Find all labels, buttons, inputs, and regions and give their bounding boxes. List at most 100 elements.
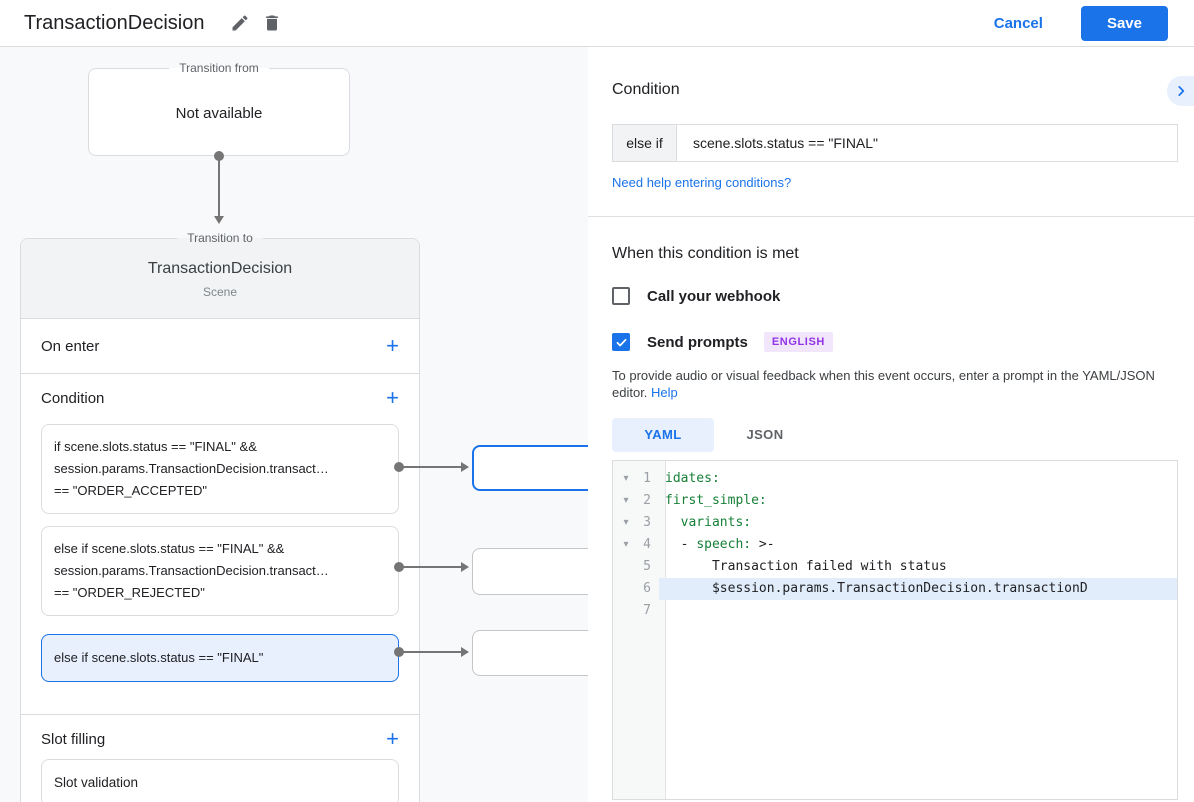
line-number: 2: [643, 493, 651, 508]
condition-section-label: Condition: [41, 389, 105, 407]
condition-text: if scene.slots.status == "FINAL" &&: [54, 439, 257, 454]
slot-validation-card[interactable]: Slot validation: [41, 759, 399, 802]
condition-editor-section: Condition else if scene.slots.status == …: [588, 47, 1194, 217]
condition-text: == "ORDER_REJECTED": [54, 585, 205, 600]
condition-text: session.params.TransactionDecision.trans…: [54, 461, 329, 476]
editor-line[interactable]: ▾4 - speech: >-: [613, 534, 1177, 556]
check-icon: [616, 338, 626, 346]
editor-line[interactable]: ▾ 2 first_simple:: [613, 490, 1177, 512]
prompt-helper-text: To provide audio or visual feedback when…: [612, 367, 1178, 401]
editor-tabs: YAML JSON: [612, 418, 1178, 452]
help-link[interactable]: Help: [651, 385, 678, 400]
trash-icon: [266, 15, 279, 31]
flow-canvas: Transition from Not available Transition…: [0, 47, 588, 802]
target-node-1[interactable]: [472, 445, 588, 491]
cancel-button[interactable]: Cancel: [993, 14, 1043, 32]
add-condition-button[interactable]: +: [386, 385, 399, 410]
arrowhead-right-icon: [461, 462, 469, 472]
scene-title: TransactionDecision: [147, 260, 293, 277]
editor-line[interactable]: ▾3 variants:: [613, 512, 1177, 534]
on-enter-section: On enter +: [21, 319, 419, 374]
tab-yaml[interactable]: YAML: [612, 418, 714, 452]
language-badge: ENGLISH: [763, 332, 833, 352]
connector-line: [218, 156, 220, 216]
webhook-row: Call your webhook: [612, 287, 1178, 305]
when-met-section: When this condition is met Call your web…: [612, 217, 1178, 800]
fold-toggle-icon: [613, 600, 639, 622]
tab-json[interactable]: JSON: [746, 427, 784, 442]
fold-toggle-icon[interactable]: ▾: [623, 517, 629, 528]
code-key: idates:: [665, 471, 720, 486]
pencil-icon: [232, 15, 248, 31]
condition-text: else if scene.slots.status == "FINAL": [54, 650, 264, 665]
condition-text: else if scene.slots.status == "FINAL" &&: [54, 541, 285, 556]
transition-to-card: Transition to TransactionDecision Scene …: [20, 231, 420, 802]
when-met-heading: When this condition is met: [612, 245, 799, 262]
send-prompts-label: Send prompts: [647, 333, 748, 351]
target-node-3[interactable]: [472, 630, 588, 676]
condition-card-3-selected[interactable]: else if scene.slots.status == "FINAL": [41, 634, 399, 682]
editor-line[interactable]: 7: [613, 600, 1177, 622]
line-number: 4: [643, 537, 651, 552]
fold-toggle-icon: [613, 578, 639, 600]
code-plain: Transaction failed with status: [665, 559, 947, 574]
code-key: variants:: [680, 515, 752, 530]
condition-text: session.params.TransactionDecision.trans…: [54, 563, 329, 578]
editor-line[interactable]: 5 Transaction failed with status: [613, 556, 1177, 578]
helper-text: To provide audio or visual feedback when…: [612, 368, 1155, 400]
webhook-checkbox[interactable]: [612, 287, 630, 305]
condition-input-group: else if scene.slots.status == "FINAL": [612, 124, 1178, 162]
fold-toggle-icon[interactable]: ▾: [623, 473, 629, 484]
code-text: Transaction failed with status: [659, 556, 1177, 578]
arrowhead-right-icon: [461, 647, 469, 657]
header: TransactionDecision Cancel Save: [0, 0, 1194, 47]
condition-expression-input[interactable]: scene.slots.status == "FINAL": [693, 135, 879, 151]
condition-prefix: else if: [613, 125, 677, 161]
connector-line: [399, 651, 461, 653]
condition-text: == "ORDER_ACCEPTED": [54, 483, 207, 498]
add-slot-button[interactable]: +: [386, 726, 399, 751]
chevron-right-icon: [1177, 86, 1184, 96]
fold-toggle-icon[interactable]: ▾: [623, 495, 629, 506]
editor-line[interactable]: 6 $session.params.TransactionDecision.tr…: [613, 578, 1177, 600]
code-text: variants:: [659, 512, 1177, 534]
page-title: TransactionDecision: [24, 11, 205, 34]
add-on-enter-button[interactable]: +: [386, 333, 399, 358]
delete-scene-button[interactable]: [256, 7, 288, 39]
code-text: [659, 600, 1177, 622]
editor-gutter: [613, 461, 666, 799]
condition-card-1[interactable]: if scene.slots.status == "FINAL" && sess…: [41, 424, 399, 514]
scene-type-label: Scene: [202, 285, 238, 299]
collapse-panel-button[interactable]: [1167, 76, 1194, 106]
code-text: first_simple:: [659, 490, 1177, 512]
webhook-label: Call your webhook: [647, 287, 781, 305]
code-key: first_simple:: [665, 493, 767, 508]
line-number: 5: [643, 559, 651, 574]
code-plain: [665, 515, 681, 530]
edit-scene-button[interactable]: [224, 7, 256, 39]
send-prompts-checkbox[interactable]: [612, 333, 630, 351]
fold-toggle-icon[interactable]: ▾: [623, 539, 629, 550]
slot-filling-section: Slot filling + Slot validation: [21, 715, 419, 802]
arrowhead-down-icon: [214, 216, 224, 224]
connector-line: [399, 566, 461, 568]
condition-card-2[interactable]: else if scene.slots.status == "FINAL" &&…: [41, 526, 399, 616]
transition-from-value: Not available: [175, 105, 263, 122]
target-node-2[interactable]: [472, 548, 588, 595]
send-prompts-row: Send prompts ENGLISH: [612, 332, 1178, 352]
condition-help-link[interactable]: Need help entering conditions?: [612, 175, 792, 190]
transition-from-card[interactable]: Transition from Not available: [88, 61, 350, 156]
code-text: $session.params.TransactionDecision.tran…: [659, 578, 1177, 600]
line-number: 7: [643, 603, 651, 618]
main-area: Transition from Not available Transition…: [0, 47, 1194, 802]
arrowhead-right-icon: [461, 562, 469, 572]
condition-section: Condition + if scene.slots.status == "FI…: [21, 374, 419, 715]
code-text: idates:: [659, 468, 1177, 490]
scene-header: TransactionDecision Scene: [21, 239, 419, 319]
code-plain: -: [665, 537, 697, 552]
save-button[interactable]: Save: [1080, 5, 1168, 41]
